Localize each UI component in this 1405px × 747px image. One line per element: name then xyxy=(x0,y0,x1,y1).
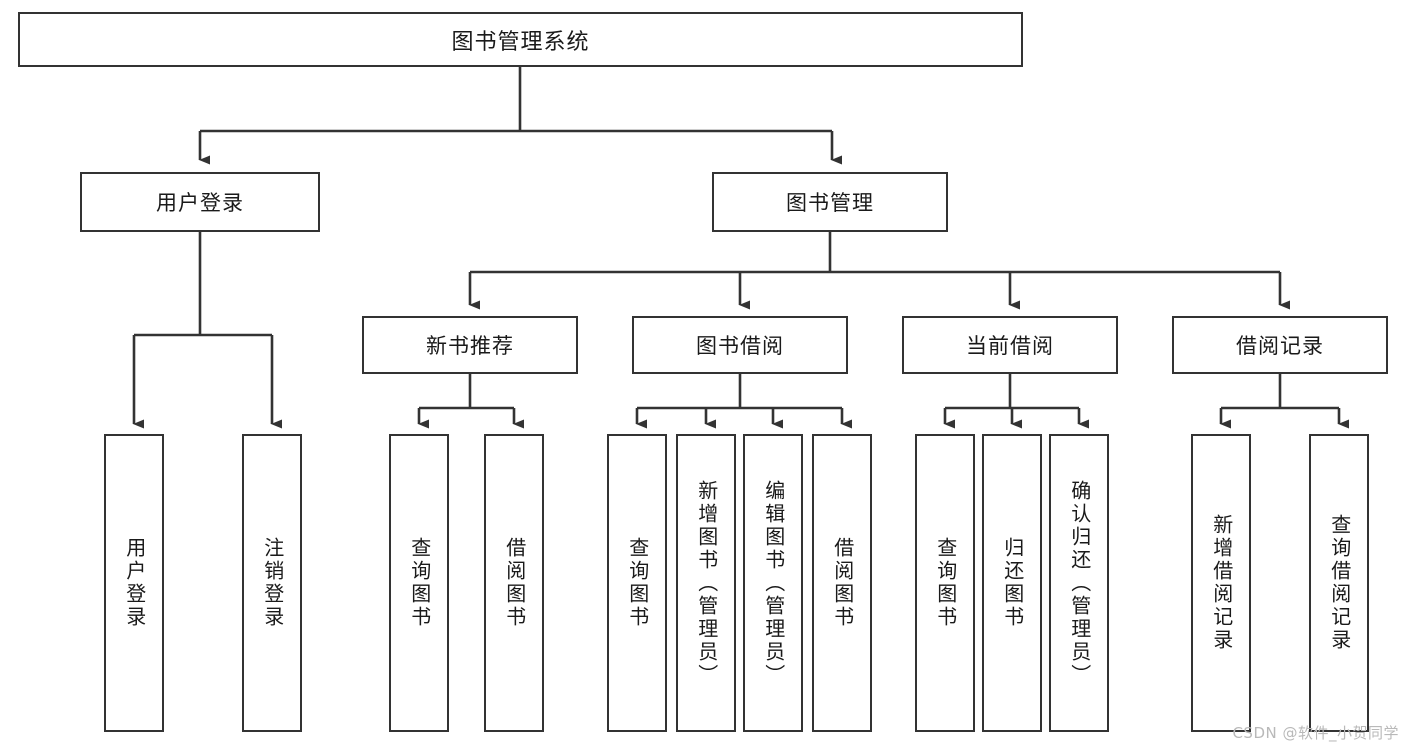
node-new-book-recommend-label: 新书推荐 xyxy=(426,334,514,358)
node-user-login[interactable]: 用户登录 xyxy=(80,172,320,232)
leaf-add-book-admin[interactable]: 新增图书（管理员） xyxy=(676,434,736,732)
node-book-manage[interactable]: 图书管理 xyxy=(712,172,948,232)
leaf-confirm-return-admin[interactable]: 确认归还（管理员） xyxy=(1049,434,1109,732)
watermark-text: CSDN @软件_小贺同学 xyxy=(1232,724,1399,742)
leaf-user-logout[interactable]: 注销登录 xyxy=(242,434,302,732)
leaf-add-borrow-record[interactable]: 新增借阅记录 xyxy=(1191,434,1251,732)
leaf-query-borrow-record[interactable]: 查询借阅记录 xyxy=(1309,434,1369,732)
node-book-borrow-label: 图书借阅 xyxy=(696,334,784,358)
leaf-borrow-book-borrow[interactable]: 借阅图书 xyxy=(812,434,872,732)
leaf-query-book-recommend[interactable]: 查询图书 xyxy=(389,434,449,732)
node-borrow-record-label: 借阅记录 xyxy=(1236,334,1324,358)
node-user-login-label: 用户登录 xyxy=(156,191,244,215)
leaf-return-book[interactable]: 归还图书 xyxy=(982,434,1042,732)
node-book-borrow[interactable]: 图书借阅 xyxy=(632,316,848,374)
node-new-book-recommend[interactable]: 新书推荐 xyxy=(362,316,578,374)
node-book-manage-label: 图书管理 xyxy=(786,191,874,215)
leaf-query-book-current[interactable]: 查询图书 xyxy=(915,434,975,732)
node-borrow-record[interactable]: 借阅记录 xyxy=(1172,316,1388,374)
node-root-system-label: 图书管理系统 xyxy=(451,29,590,55)
leaf-user-login[interactable]: 用户登录 xyxy=(104,434,164,732)
node-current-borrow[interactable]: 当前借阅 xyxy=(902,316,1118,374)
leaf-edit-book-admin[interactable]: 编辑图书（管理员） xyxy=(743,434,803,732)
node-root-system[interactable]: 图书管理系统 xyxy=(18,12,1023,67)
leaf-borrow-book-recommend[interactable]: 借阅图书 xyxy=(484,434,544,732)
node-current-borrow-label: 当前借阅 xyxy=(966,334,1054,358)
leaf-query-book-borrow[interactable]: 查询图书 xyxy=(607,434,667,732)
